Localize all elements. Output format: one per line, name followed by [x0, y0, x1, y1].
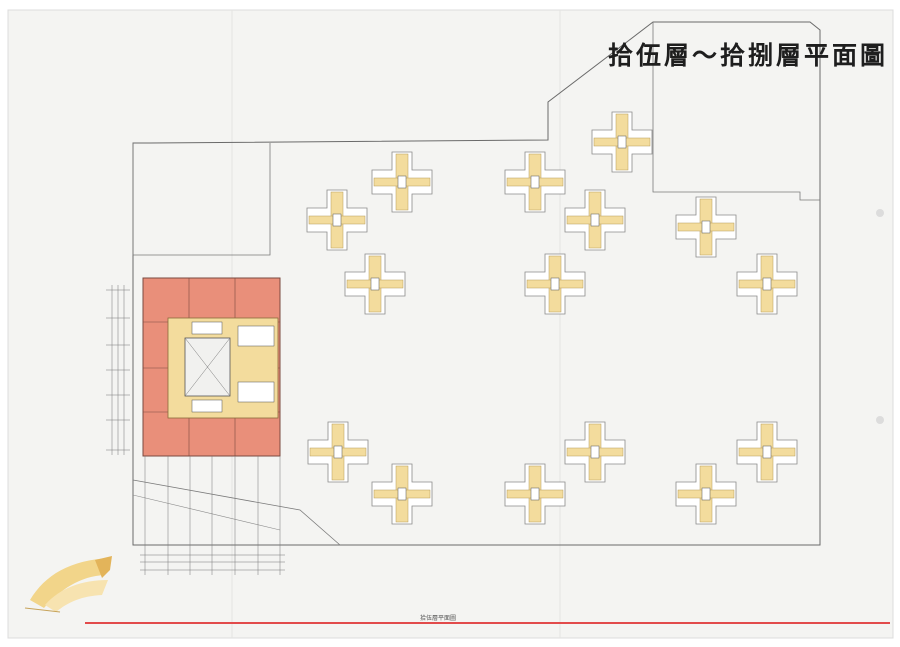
- elevator-core: [191, 321, 223, 335]
- driveway-line: [132, 494, 281, 531]
- drawing-caption: 拾伍層平面圖: [420, 615, 457, 622]
- site-boundary: [132, 21, 821, 546]
- commercial-block: [142, 277, 281, 457]
- dimension-lines-bottom: [140, 456, 285, 575]
- parking-zone-outline: [132, 143, 271, 256]
- dimension-lines-left: [106, 285, 130, 455]
- binder-hole-icon: [876, 416, 884, 424]
- driveway-line: [132, 479, 341, 546]
- north-parcel-outline: [652, 22, 820, 201]
- stair-core: [237, 381, 275, 403]
- elevator-core: [191, 399, 223, 413]
- binder-hole-icon: [876, 209, 884, 217]
- paper-sheet: [7, 9, 894, 639]
- taiwan-map-book-logo: [24, 556, 112, 613]
- stair-core: [237, 325, 275, 347]
- page-title: 拾伍層～拾捌層平面圖: [607, 41, 888, 70]
